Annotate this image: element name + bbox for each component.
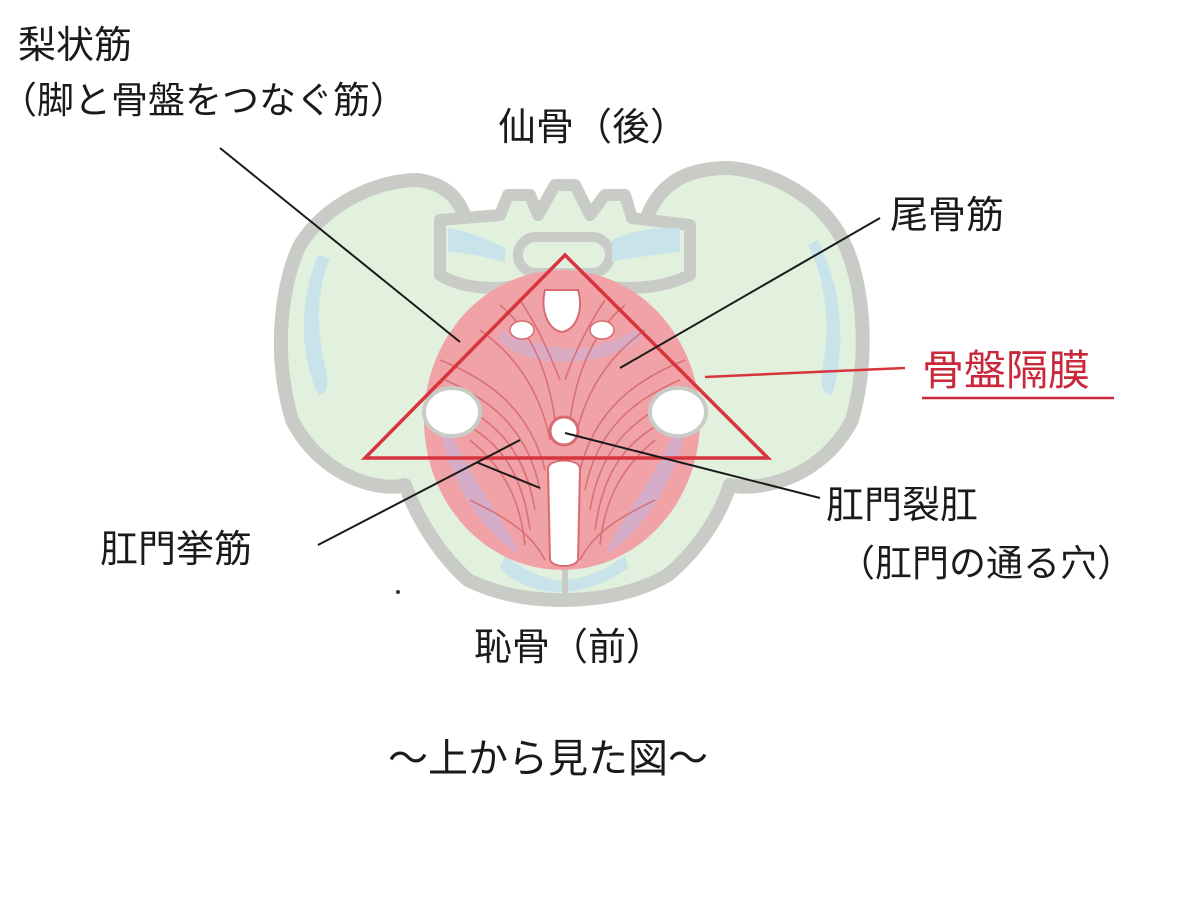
leader-anal-hiatus [564, 432, 821, 499]
bone-shadow-right-wing [808, 240, 841, 395]
foramen-right-upper [589, 320, 615, 340]
bone-shadow-bottom [500, 555, 628, 592]
label-sacrum: 仙骨（後） [498, 105, 688, 149]
label-anal-hiatus-line2: （肛門の通る穴） [838, 542, 1134, 585]
label-coccygeus: 尾骨筋 [890, 193, 1004, 237]
pelvic-diaphragm-triangle [360, 252, 773, 460]
leader-piriformis [219, 147, 461, 343]
leader-levator-ani [317, 439, 521, 546]
bone-shadow-left-upper [448, 228, 505, 262]
obturator-left [422, 386, 482, 438]
anal-hiatus [548, 415, 580, 447]
muscle-shade-right [605, 420, 685, 555]
obturator-right [648, 386, 708, 438]
label-piriformis-line2: （脚と骨盤をつなぐ筋） [0, 79, 407, 122]
urogenital-hiatus [546, 459, 582, 567]
leader-pelvic-diaphragm [704, 366, 906, 379]
label-pubis: 恥骨（前） [474, 625, 664, 669]
pelvic-floor-muscles [422, 270, 708, 570]
bone-shadow-left-wing [303, 255, 330, 395]
label-anal-hiatus-line1: 肛門裂肛 [826, 483, 978, 527]
label-pelvic-diaphragm: 骨盤隔膜 [922, 346, 1090, 395]
bone-shadow-right-upper [612, 227, 680, 262]
muscle-shade-left [440, 420, 520, 555]
label-piriformis-line1: 梨状筋 [18, 23, 132, 67]
foramen-left-upper [509, 320, 535, 340]
caption: 〜上から見た図〜 [388, 736, 708, 782]
muscle-shade-top [498, 325, 645, 362]
leader-coccygeus [619, 217, 881, 369]
coccyx-opening [542, 289, 581, 334]
stray-dot [396, 590, 400, 594]
leader-levator-ani-tick [475, 461, 541, 489]
label-levator-ani: 肛門挙筋 [100, 527, 252, 571]
